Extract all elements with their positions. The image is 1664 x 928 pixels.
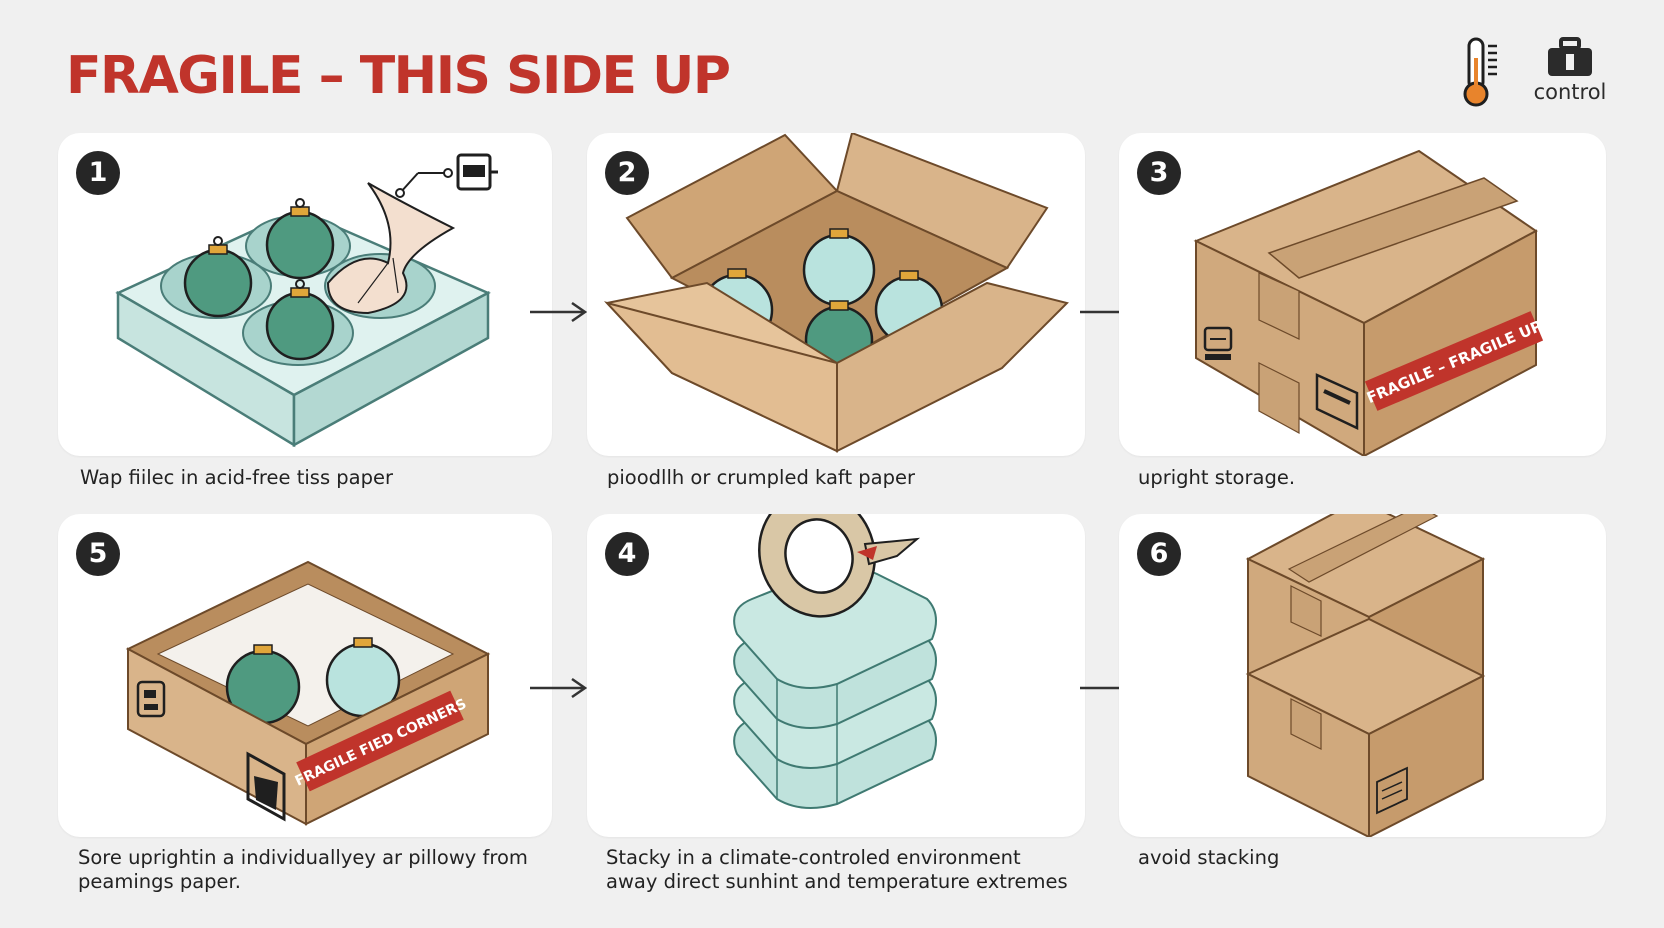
sealed-box-illustration: FRAGILE – FRAGILE UP [1193, 149, 1545, 456]
step-panel-5: FRAGILE FIED CORNERS 5 [58, 514, 552, 837]
top-icons: control [1455, 36, 1615, 112]
keep-dry-icon [246, 751, 286, 822]
step-panel-3: FRAGILE – FRAGILE UP 3 [1119, 133, 1606, 456]
step-caption-2: pioodllh or crumpled kaft paper [607, 466, 916, 489]
ornament-icon [265, 279, 335, 361]
step-number-badge: 6 [1137, 532, 1181, 576]
step-panel-6: 6 [1119, 514, 1606, 837]
handling-symbol-icon [136, 680, 166, 718]
tissue-wrap-icon [326, 182, 456, 315]
open-tray-box-illustration: FRAGILE FIED CORNERS [125, 560, 491, 826]
shipping-label-icon [1315, 373, 1359, 430]
step-panel-2: 2 [587, 133, 1085, 456]
arrow-right-icon [530, 301, 588, 323]
thermometer-icon [1463, 37, 1497, 107]
bottom-box [1245, 617, 1486, 837]
step-caption-6: avoid stacking [1138, 846, 1280, 869]
step-number-badge: 2 [605, 151, 649, 195]
stacked-boxes-illustration [1245, 514, 1486, 837]
step-number-badge: 3 [1137, 151, 1181, 195]
page-title: FRAGILE – THIS SIDE UP [66, 46, 731, 106]
open-box-illustration [603, 133, 1069, 453]
step-caption-3: upright storage. [1138, 466, 1296, 489]
ornament-icon [802, 228, 876, 307]
control-indicator: control [1525, 36, 1615, 104]
toolbox-icon [1548, 37, 1592, 76]
step-number-badge: 1 [76, 151, 120, 195]
step-caption-1: Wap fiilec in acid-free tiss paper [80, 466, 394, 489]
tape-roll-icon [758, 514, 921, 618]
step-panel-1: 1 [58, 133, 552, 456]
step-panel-4: 4 [587, 514, 1085, 837]
step-caption-5: Sore uprightin a individuallyey ar pillo… [78, 846, 528, 893]
control-label: control [1533, 80, 1607, 104]
step-number-badge: 4 [605, 532, 649, 576]
ornament-icon [183, 236, 253, 318]
step-caption-4: Stacky in a climate-controled environmen… [606, 846, 1068, 893]
wrapped-stack-illustration [733, 514, 937, 809]
ornament-tray-illustration [115, 153, 498, 448]
step-number-badge: 5 [76, 532, 120, 576]
handling-symbol-icon [1203, 326, 1233, 360]
ornament-icon [265, 198, 335, 280]
arrow-right-icon [530, 677, 588, 699]
shipping-label-icon [1376, 766, 1408, 815]
label-tag-icon [395, 153, 498, 198]
